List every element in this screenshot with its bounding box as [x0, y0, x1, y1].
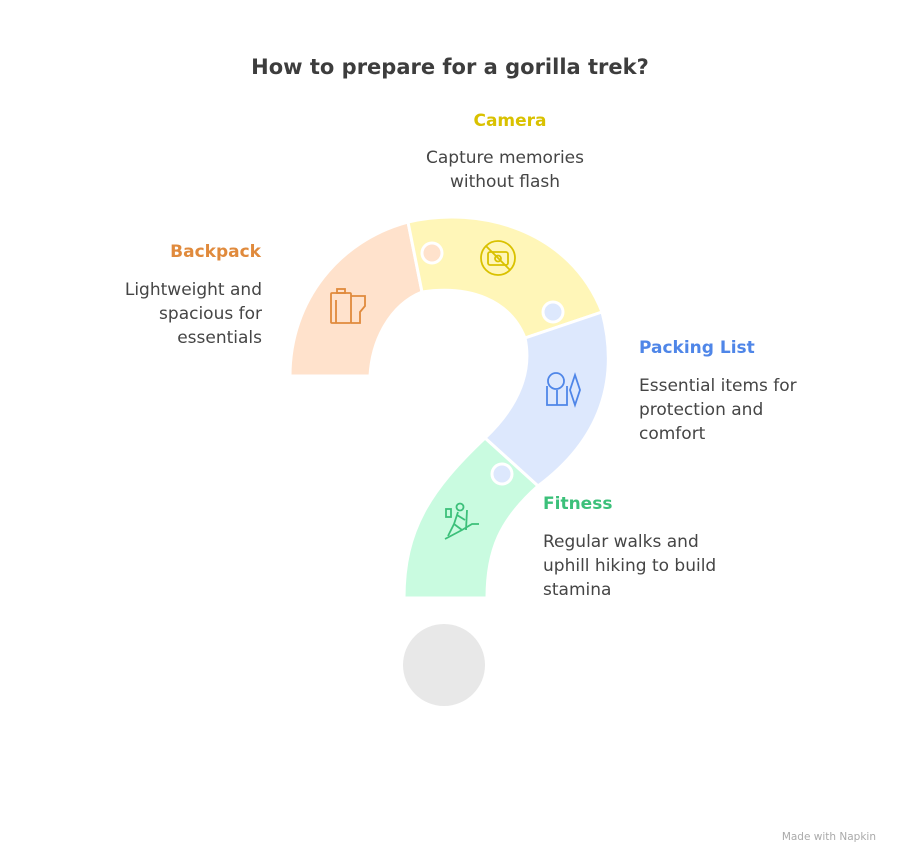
- diagram-title: How to prepare for a gorilla trek?: [251, 55, 649, 79]
- puzzle-knob: [541, 300, 565, 324]
- backpack-segment: [288, 220, 424, 378]
- no-flash-camera-icon: [480, 240, 516, 276]
- packing-list-description: Essential items for protection and comfo…: [639, 376, 797, 444]
- camera-segment: [406, 215, 604, 340]
- fitness-heading: Fitness: [543, 494, 613, 514]
- fitness-description: Regular walks and uphill hiking to build…: [543, 532, 717, 600]
- backpack-description: Lightweight and spacious for essentials: [124, 280, 262, 348]
- camera-description: Capture memories without flash: [425, 148, 584, 192]
- backpack-icon: [330, 288, 366, 324]
- hiker-icon: [444, 502, 479, 540]
- puzzle-knob: [420, 241, 444, 265]
- camera-heading: Camera: [473, 111, 547, 131]
- puzzle-knob: [490, 462, 514, 486]
- question-dot: [403, 624, 485, 706]
- raincoat-umbrella-icon: [546, 372, 581, 408]
- packing-list-heading: Packing List: [639, 338, 755, 358]
- napkin-watermark: Made with Napkin: [781, 831, 876, 843]
- backpack-heading: Backpack: [170, 242, 261, 262]
